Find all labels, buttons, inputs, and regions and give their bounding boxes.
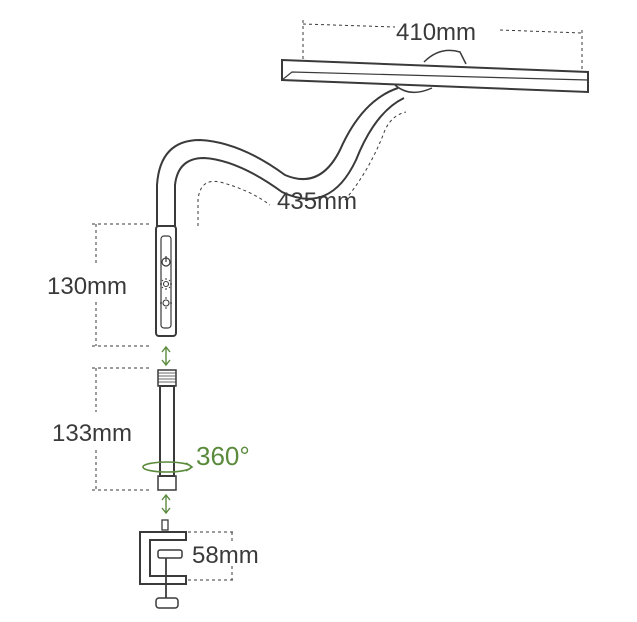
control-segment-label: 130mm	[47, 273, 127, 300]
gooseneck-length-label: 435mm	[277, 188, 357, 215]
clamp	[139, 519, 187, 609]
detach-arrow-lower	[161, 493, 171, 515]
pole-length-dimension	[92, 367, 150, 491]
detach-arrow-upper	[161, 345, 171, 367]
clamp-opening-dimension	[188, 531, 236, 581]
pole	[157, 369, 177, 491]
brightness-icon	[160, 278, 172, 290]
head-width-label: 410mm	[396, 19, 476, 46]
power-icon	[161, 256, 171, 267]
lamp-head	[281, 49, 589, 94]
head-width-dimension	[302, 20, 583, 70]
pole-length-label: 133mm	[52, 420, 132, 447]
control-segment	[155, 225, 177, 337]
rotation-arrow	[142, 461, 194, 473]
clamp-opening-label: 58mm	[192, 542, 259, 569]
gooseneck	[156, 87, 405, 226]
color-temperature-icon	[160, 297, 172, 309]
rotation-label: 360°	[196, 441, 250, 471]
gooseneck-length-dimension	[197, 111, 407, 226]
control-segment-dimension	[92, 223, 150, 347]
